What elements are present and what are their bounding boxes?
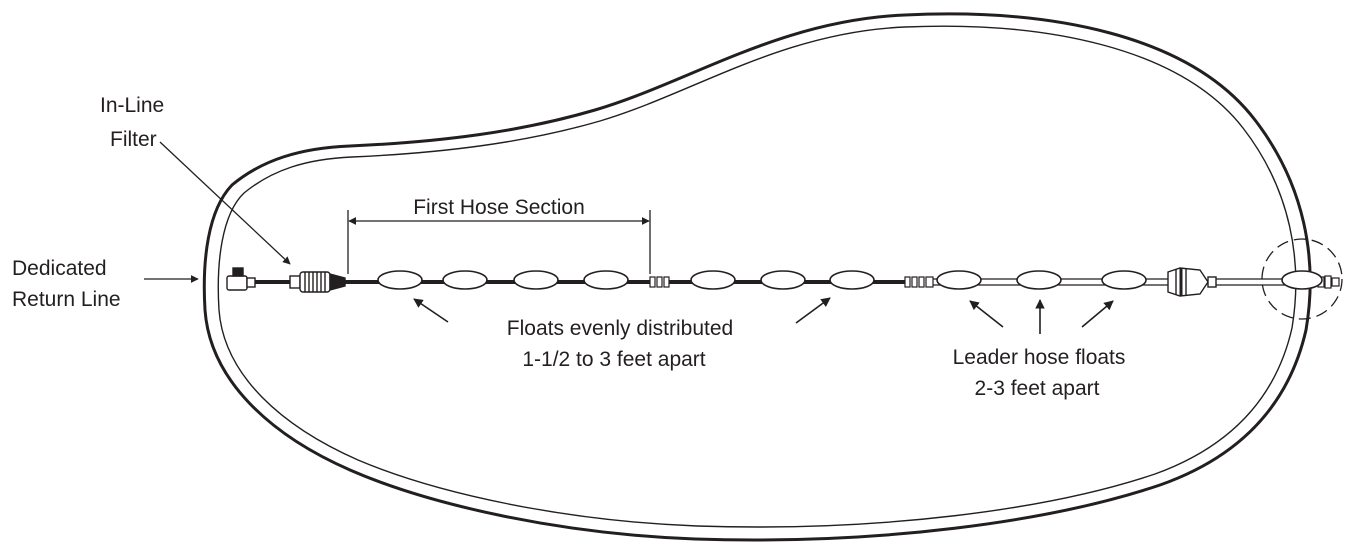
float (377, 270, 423, 290)
inline-filter-leader (159, 141, 291, 265)
dedicated-return-label-2: Return Line (12, 288, 121, 311)
inline-filter-label-2: Filter (110, 128, 157, 151)
leader-float (936, 270, 982, 290)
float (513, 270, 559, 290)
hose-connector-2 (904, 276, 934, 288)
float (442, 270, 488, 290)
callout-arrows (144, 141, 1114, 334)
float-arrow-left (413, 298, 449, 323)
leader-swivel (1167, 267, 1217, 297)
pool-inner-wall (217, 25, 1297, 528)
leader-hose-end (1216, 278, 1290, 286)
leader-float-arrow-right (1081, 300, 1114, 328)
floats-label-1: Floats evenly distributed (507, 317, 733, 340)
leader-float-arrow-left (969, 300, 1004, 328)
leader-floats-label-2: 2-3 feet apart (975, 377, 1100, 400)
leader-floats-label-1: Leader hose floats (953, 346, 1126, 369)
detail-circle (1261, 238, 1343, 320)
float (583, 270, 629, 290)
hose-floats (377, 270, 1323, 290)
first-hose-section-dimension (347, 210, 651, 274)
leader-float (1016, 270, 1062, 290)
return-fitting (226, 267, 256, 291)
hose-connector-1 (649, 276, 670, 288)
float (690, 270, 736, 290)
dedicated-return-label-1: Dedicated (12, 257, 107, 280)
float (829, 270, 875, 290)
float (760, 270, 806, 290)
first-hose-section-label: First Hose Section (413, 196, 585, 219)
leader-float (1281, 270, 1323, 290)
inline-filter (289, 271, 346, 293)
float-arrow-right (795, 297, 831, 324)
leader-float (1101, 270, 1147, 290)
floats-label-2: 1-1/2 to 3 feet apart (522, 348, 705, 371)
pool-outer-wall (202, 12, 1312, 542)
inline-filter-label-1: In-Line (100, 94, 164, 117)
